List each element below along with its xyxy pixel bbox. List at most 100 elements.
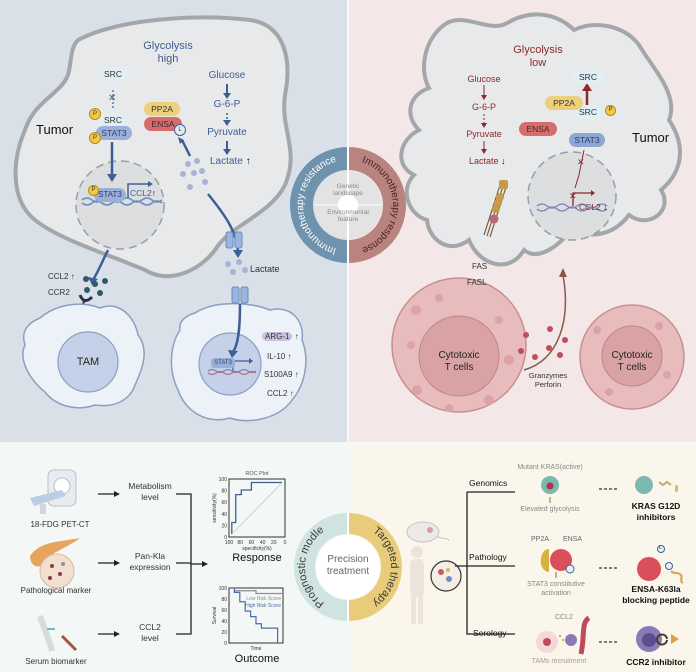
marker-s100a9: S100A9 ↑: [264, 370, 299, 379]
up-arrow-icon: ↑: [70, 272, 75, 281]
ccl2-molecules: [83, 276, 108, 296]
panel-immunotherapy-response: ✕ ✕: [349, 0, 696, 442]
pp2a-label: PP2A: [531, 536, 549, 543]
killing-arrow: [523, 274, 567, 371]
input-label-pathological-marker: Pathological marker: [20, 586, 92, 595]
category-pathology: Pathology: [469, 552, 507, 562]
mct-transporter-tumor: [225, 231, 234, 249]
x-tick-label: 0: [284, 540, 287, 546]
branch-bracket: [455, 491, 515, 635]
phospho-badge: P: [605, 105, 616, 116]
y-axis-label: Survival: [212, 607, 218, 625]
phospho-badge: P: [89, 108, 101, 120]
y-tick-label: 60: [221, 608, 227, 614]
fas-fasl-complex: [483, 180, 508, 238]
glucose-label: Glucose: [208, 70, 246, 81]
ensa-label: ENSA: [563, 536, 583, 543]
immunotherapy-ring: Immunotherapy resistance Immunotherapy r…: [289, 146, 407, 264]
panel-immunotherapy-resistance: ✕: [0, 0, 347, 442]
y-tick-label: 40: [221, 619, 227, 625]
promoter-arrow: [572, 192, 591, 206]
lactate-molecules-intracellular: [180, 158, 208, 190]
fasl-label: FASL: [467, 278, 487, 287]
x-tick-label: 60: [249, 540, 255, 546]
tumor-nucleus: [75, 160, 165, 250]
lactate-label: Lactate ↓: [469, 156, 506, 166]
marker-il10: IL-10 ↑: [267, 352, 292, 361]
y-tick-label: 80: [221, 489, 227, 495]
panel-targeted-therapy: Genomics Pathology Serology Mutant KRAS(…: [349, 446, 696, 672]
precision-treatment-ring: Prognostic modle Targeted therapy Precis…: [293, 512, 403, 622]
down-arrow-icon: ↓: [603, 202, 608, 212]
up-arrow-icon: ↑: [245, 156, 251, 167]
mouse-model-icon: [406, 521, 450, 543]
dna-strand: [536, 203, 608, 209]
tams-recruitment-label: TAMs recruitment: [531, 658, 587, 665]
resistance-illustration: ✕: [13, 15, 307, 422]
input-label-pet-ct: 18-FDG PET-CT: [30, 520, 90, 529]
elevated-glycolysis-label: Elevated glycolysis: [520, 506, 580, 513]
t-cell-granules: [407, 294, 671, 412]
y-tick-label: 0: [224, 641, 227, 647]
kras-mutant-icon: [541, 476, 559, 503]
phospho-badge: P: [88, 185, 99, 196]
y-tick-label: 0: [224, 535, 227, 541]
ccl2-label: CCL2 ↑: [48, 272, 75, 281]
pp2a-protein: PP2A: [144, 102, 180, 116]
up-arrow-icon: ↑: [151, 188, 156, 198]
promoter-arrow: [127, 183, 148, 198]
y-tick-label: 60: [221, 500, 227, 506]
g6p-label: G-6-P: [213, 99, 241, 110]
prognostic-flow: [30, 469, 208, 652]
input-label-serum-biomarker: Serum biomarker: [25, 657, 87, 666]
pp2a-protein: PP2A: [545, 96, 583, 110]
pyruvate-label: Pyruvate: [466, 129, 502, 139]
mct-transporter-mdsc: [231, 286, 240, 304]
granzyme-perforin-granules: [518, 326, 568, 360]
tam-nucleus: [57, 331, 119, 393]
drug-ccr2-inhibitor: CCR2 inhibitor: [626, 657, 686, 667]
block-cross-icon: ✕: [108, 93, 116, 104]
blood-draw-icon: [37, 615, 78, 652]
x-tick-label: 100: [225, 540, 234, 546]
x-axis-label: Time: [251, 646, 262, 652]
nucleus-ccl2: CCL2 ↓: [579, 202, 608, 212]
stat3-protein: STAT3: [569, 133, 605, 147]
src-protein-top: SRC: [97, 67, 129, 81]
pancreas-tissue-icon: [30, 538, 80, 589]
block-cross-icon: ✕: [577, 157, 585, 167]
ccr2-inhibitor-icon: [636, 626, 679, 652]
y-axis-label: sensitivity(%): [212, 493, 218, 523]
tumor-label: Tumor: [632, 130, 670, 145]
block-cross-icon: ✕: [569, 191, 577, 201]
src-protein-bottom: SRC: [97, 113, 129, 127]
patient-figure-icon: [410, 546, 462, 624]
dashed-connectors: [599, 488, 619, 643]
category-serology: Serology: [473, 628, 507, 638]
tam-label: TAM: [76, 356, 100, 368]
x-tick-label: 40: [260, 540, 266, 546]
response-label: Response: [232, 552, 282, 564]
y-tick-label: 40: [221, 512, 227, 518]
prognostic-ring-segment: [294, 513, 348, 621]
marker-arg1: ARG-1 ↑: [262, 332, 299, 341]
y-tick-label: 20: [221, 630, 227, 636]
category-genomics: Genomics: [469, 478, 508, 488]
kras-inhibitor-icon: [635, 476, 678, 494]
y-tick-label: 100: [219, 477, 228, 483]
lactyl-badge: L: [659, 545, 662, 551]
outcome-label: Outcome: [234, 653, 280, 665]
pp2a-ensa-complex-icon: [540, 549, 575, 578]
x-tick-label: 80: [237, 540, 243, 546]
